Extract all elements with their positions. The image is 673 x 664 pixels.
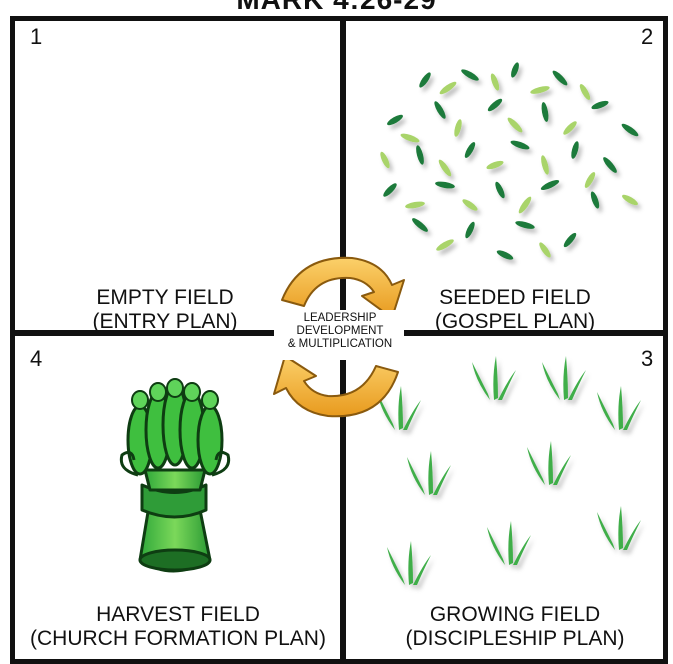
center-label-line-3: & MULTIPLICATION	[287, 338, 393, 350]
quadrant-1-plan: (ENTRY PLAN)	[92, 310, 238, 333]
quadrant-3-name: GROWING FIELD	[429, 603, 601, 626]
quadrant-2-name: SEEDED FIELD	[439, 286, 591, 309]
quadrant-3-number: 3	[641, 346, 654, 371]
seeds-icon	[380, 62, 639, 260]
center-label: LEADERSHIP DEVELOPMENT & MULTIPLICATION	[270, 312, 410, 351]
quadrant-1-number: 1	[30, 24, 43, 49]
quadrant-2-number: 2	[641, 24, 654, 49]
quadrant-4-number: 4	[30, 346, 43, 371]
center-label-background	[274, 310, 404, 360]
quadrant-3-label: GROWING FIELD (DISCIPLESHIP PLAN)	[370, 603, 660, 651]
quadrant-3-plan: (DISCIPLESHIP PLAN)	[405, 627, 625, 650]
quadrant-4-label: HARVEST FIELD (CHURCH FORMATION PLAN)	[18, 603, 338, 651]
diagram-title: MARK 4:26-29	[0, 0, 673, 16]
sprouts-icon	[377, 356, 641, 585]
quadrant-4-plan: (CHURCH FORMATION PLAN)	[30, 627, 326, 650]
quadrant-1-label: EMPTY FIELD (ENTRY PLAN)	[40, 286, 290, 334]
quadrant-1-name: EMPTY FIELD	[96, 286, 234, 309]
quadrant-2-plan: (GOSPEL PLAN)	[434, 310, 596, 333]
cycle-arrows-icon	[273, 256, 405, 418]
center-label-line-1: LEADERSHIP	[303, 312, 377, 324]
center-label-line-2: DEVELOPMENT	[296, 325, 384, 337]
quadrant-2-label: SEEDED FIELD (GOSPEL PLAN)	[390, 286, 640, 334]
quadrant-4-name: HARVEST FIELD	[96, 603, 260, 626]
wheat-sheaf-icon	[119, 378, 231, 573]
